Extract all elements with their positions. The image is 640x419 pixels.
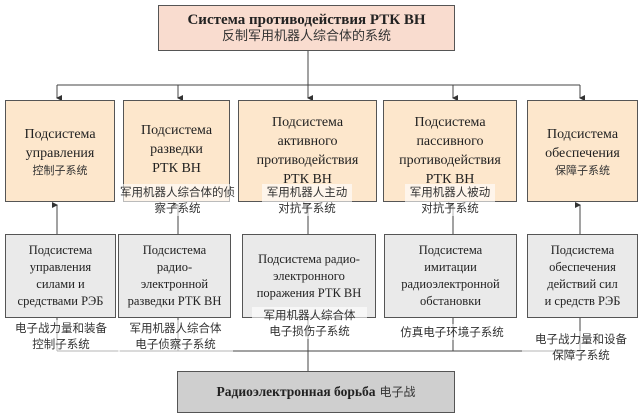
label: противодействия	[399, 153, 501, 168]
label: Подсистема	[550, 243, 615, 257]
label: обеспечения	[549, 260, 616, 274]
label: РТК ВН	[425, 172, 475, 187]
ew-simulation-cn: 仿真电子环境子系统	[386, 324, 518, 340]
label: 仿真电子环境子系统	[400, 325, 504, 339]
subsystem-active-cn: 军用机器人主动对抗子系统	[262, 184, 352, 216]
label-cn: 保障子系统	[555, 163, 610, 177]
ew-damage-cn: 军用机器人综合体电子损伤子系统	[252, 307, 367, 339]
label: электронной	[140, 277, 209, 291]
label: 电子侦察子系统	[135, 337, 216, 351]
label: Подсистема	[142, 243, 207, 257]
label: и средств РЭБ	[544, 294, 621, 308]
label: 电子战力量和设备	[535, 332, 627, 346]
label-cn: 控制子系统	[32, 163, 88, 177]
label: Подсистема	[271, 115, 344, 130]
label: Подсистема	[414, 115, 486, 130]
label: управления	[29, 260, 92, 274]
label: 军用机器人综合体	[263, 308, 356, 322]
label: противодействия	[256, 153, 359, 168]
label: обстановки	[420, 294, 481, 308]
subsystem-reconnaissance-cn: 军用机器人综合体的侦察子系统	[115, 184, 240, 216]
root-subtitle: 反制军用机器人综合体的系统	[221, 29, 391, 44]
root-title: Система противодействия РТК ВН	[187, 12, 426, 28]
label: активного	[277, 134, 338, 149]
label: Подсистема	[140, 123, 213, 138]
ew-title: Радиоэлектронная борьба	[216, 384, 376, 399]
label: силами и	[36, 277, 85, 291]
label: электронного	[273, 269, 345, 283]
label: средствами РЭБ	[17, 294, 104, 308]
label: Подсистема	[546, 126, 619, 142]
label: имитации	[424, 260, 477, 274]
label: поражения РТК ВН	[256, 286, 362, 300]
label: 电子损伤子系统	[269, 324, 350, 338]
subsystem-passive-cn: 军用机器人被动对抗子系统	[405, 184, 495, 216]
label: Подсистема	[24, 126, 96, 142]
ew-subsystem-reconnaissance: Подсистема радио- электронной разведки Р…	[118, 234, 231, 318]
label: РТК ВН	[283, 172, 332, 187]
label: Подсистема	[28, 243, 93, 257]
label: 控制子系统	[32, 337, 90, 351]
label: разведки	[150, 142, 203, 157]
ew-support-cn: 电子战力量和设备保障子系统	[522, 331, 640, 363]
label: Подсистема радио-	[258, 252, 360, 266]
ew-subsystem-control: Подсистема управления силами и средствам…	[5, 234, 116, 318]
label: 保障子系统	[552, 348, 610, 362]
ew-title-cn: 电子战	[379, 384, 416, 399]
label: обеспечения	[545, 145, 620, 161]
ew-subsystem-simulation: Подсистема имитации радиоэлектронной обс…	[384, 234, 517, 318]
ew-subsystem-support: Подсистема обеспечения действий сил и ср…	[527, 234, 638, 318]
subsystem-support: Подсистема обеспечения 保障子系统	[527, 100, 638, 202]
ew-control-cn: 电子战力量和装备控制子系统	[2, 320, 120, 352]
label: радиоэлектронной	[401, 277, 500, 291]
label: действий сил	[547, 277, 618, 291]
label: Подсистема	[418, 243, 483, 257]
electronic-warfare-box: Радиоэлектронная борьба 电子战	[177, 371, 455, 413]
ew-recon-cn: 军用机器人综合体电子侦察子系统	[118, 320, 233, 352]
ew-subsystem-damage: Подсистема радио- электронного поражения…	[242, 234, 376, 318]
label: 电子战力量和装备	[15, 321, 107, 335]
subsystem-control: Подсистема управления 控制子系统	[5, 100, 115, 202]
root-system-box: Система противодействия РТК ВН 反制军用机器人综合…	[158, 5, 455, 51]
label: 军用机器人综合体	[129, 321, 222, 335]
label: пассивного	[416, 134, 484, 149]
label: радио-	[156, 260, 193, 274]
label: РТК ВН	[152, 161, 201, 176]
label: управления	[25, 145, 95, 161]
label: разведки РТК ВН	[127, 294, 222, 308]
